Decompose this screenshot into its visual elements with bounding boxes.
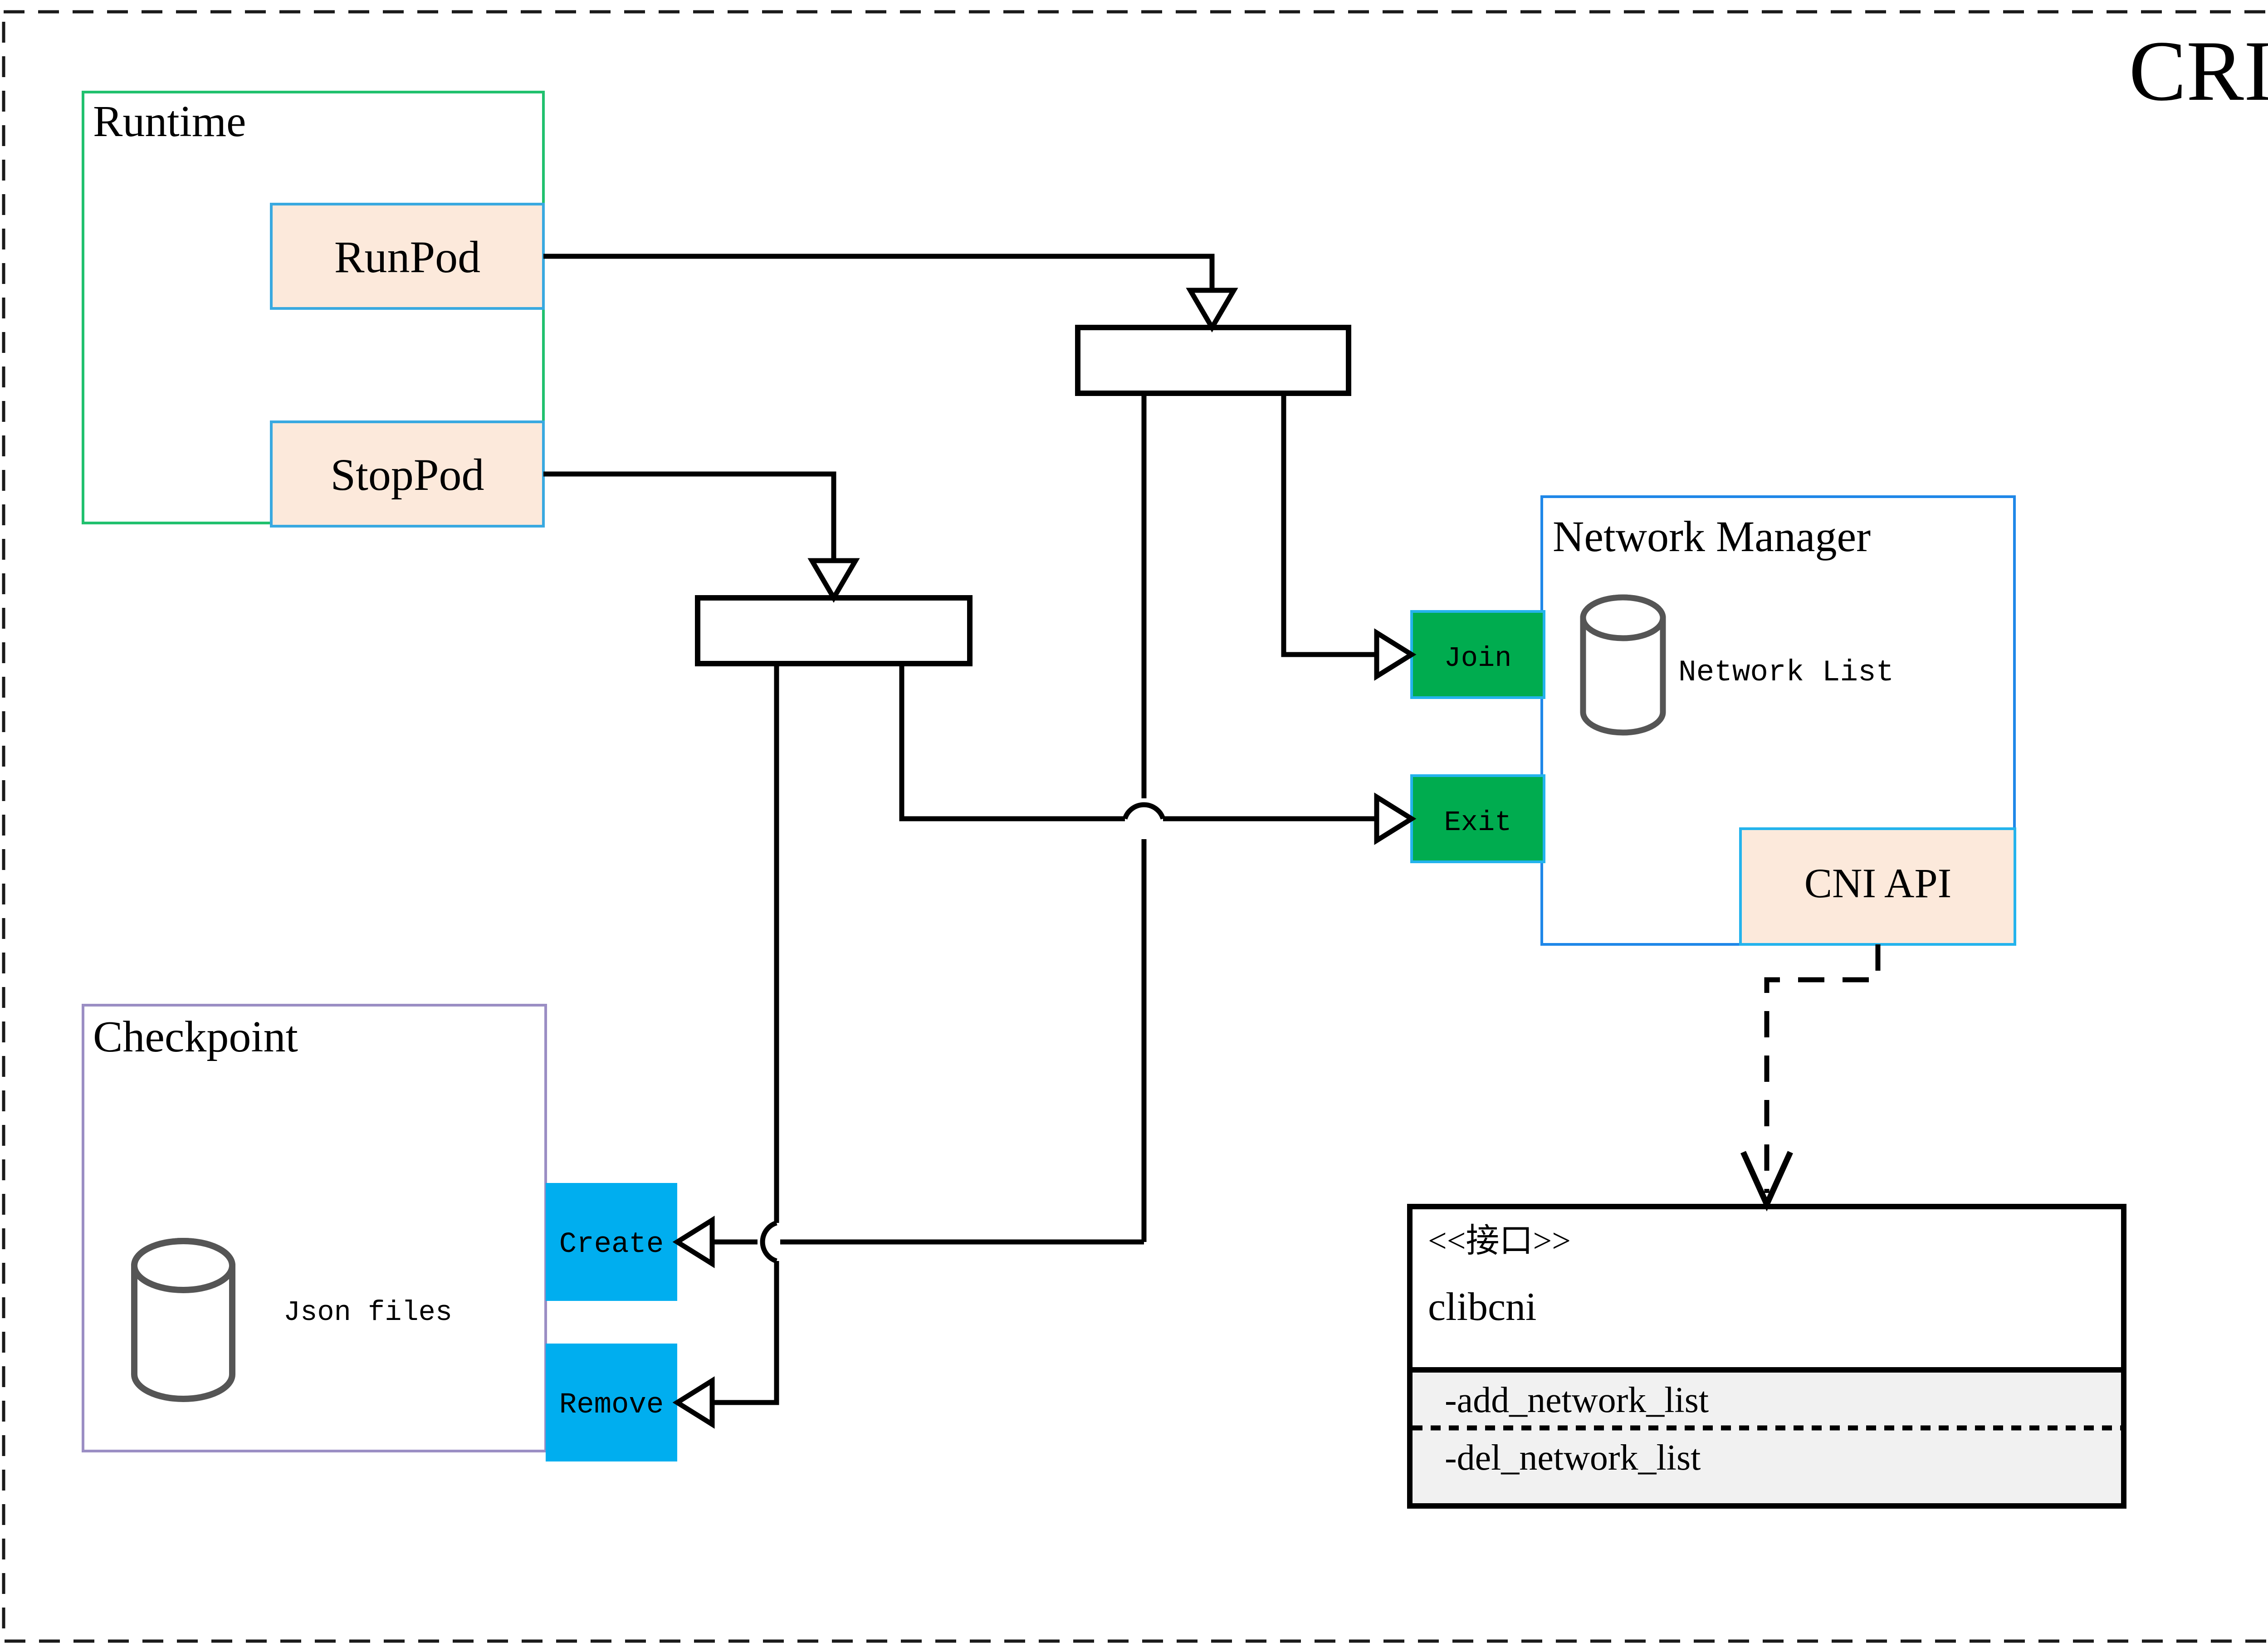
datastore-json-files-label: Json files	[284, 1296, 452, 1329]
edge-fork-to-create-hop2	[760, 1220, 777, 1264]
package-checkpoint-label: Checkpoint	[93, 1012, 298, 1061]
arrowhead-remove	[672, 1376, 715, 1429]
arrowhead-create	[672, 1216, 715, 1268]
method-join-label: Join	[1444, 642, 1512, 674]
method-cni-api[interactable]	[1739, 827, 2016, 946]
method-create[interactable]	[546, 1183, 677, 1301]
method-create-label: Create	[559, 1228, 664, 1261]
edge-fork-to-create-hop1	[1122, 802, 1166, 820]
cri-boundary	[2, 10, 2268, 1643]
package-runtime-label: Runtime	[93, 97, 246, 146]
method-stoppod-label: StopPod	[330, 450, 484, 500]
interface-stereotype: <<接口>>	[1428, 1222, 1571, 1260]
method-remove-label: Remove	[559, 1389, 664, 1422]
interface-operation-add: -add_network_list	[1445, 1380, 1709, 1420]
datastore-json-files	[131, 1238, 235, 1402]
package-network-manager-label: Network Manager	[1553, 512, 1871, 561]
arrowhead-cniapi-to-clibcni	[1740, 1151, 1793, 1212]
fork-bar-runpod	[1075, 325, 1351, 396]
interface-operation-del: -del_network_list	[1445, 1438, 1701, 1478]
method-runpod-label: RunPod	[334, 232, 480, 282]
edge-stoppod-to-fork	[543, 471, 836, 561]
edge-fork-to-exit	[899, 664, 1125, 821]
edge-cniapi-to-clibcni	[1764, 944, 1881, 1193]
interface-name: clibcni	[1428, 1285, 1536, 1329]
fork-bar-stoppod	[695, 595, 973, 666]
page-title: CRI	[2129, 24, 2268, 119]
datastore-network-list-label: Network List	[1678, 655, 1894, 689]
edge-runpod-to-fork	[543, 254, 1215, 290]
arrowhead-stoppod-to-fork	[807, 558, 860, 603]
method-exit[interactable]	[1410, 774, 1545, 863]
method-runpod[interactable]	[270, 203, 545, 310]
method-remove[interactable]	[546, 1344, 677, 1461]
arrowhead-runpod-to-fork	[1186, 288, 1238, 332]
connector-layer	[543, 254, 1881, 1429]
method-cni-api-label: CNI API	[1804, 860, 1952, 906]
method-exit-label: Exit	[1444, 806, 1512, 839]
edge-fork-to-join	[1281, 393, 1377, 657]
method-stoppod[interactable]	[270, 420, 545, 528]
arrowhead-exit	[1374, 792, 1417, 845]
interface-clibcni-operations-compartment	[1413, 1370, 2121, 1503]
arrowhead-join	[1374, 628, 1417, 681]
edge-fork-to-remove-b	[712, 1261, 779, 1405]
datastore-network-list	[1580, 594, 1666, 736]
